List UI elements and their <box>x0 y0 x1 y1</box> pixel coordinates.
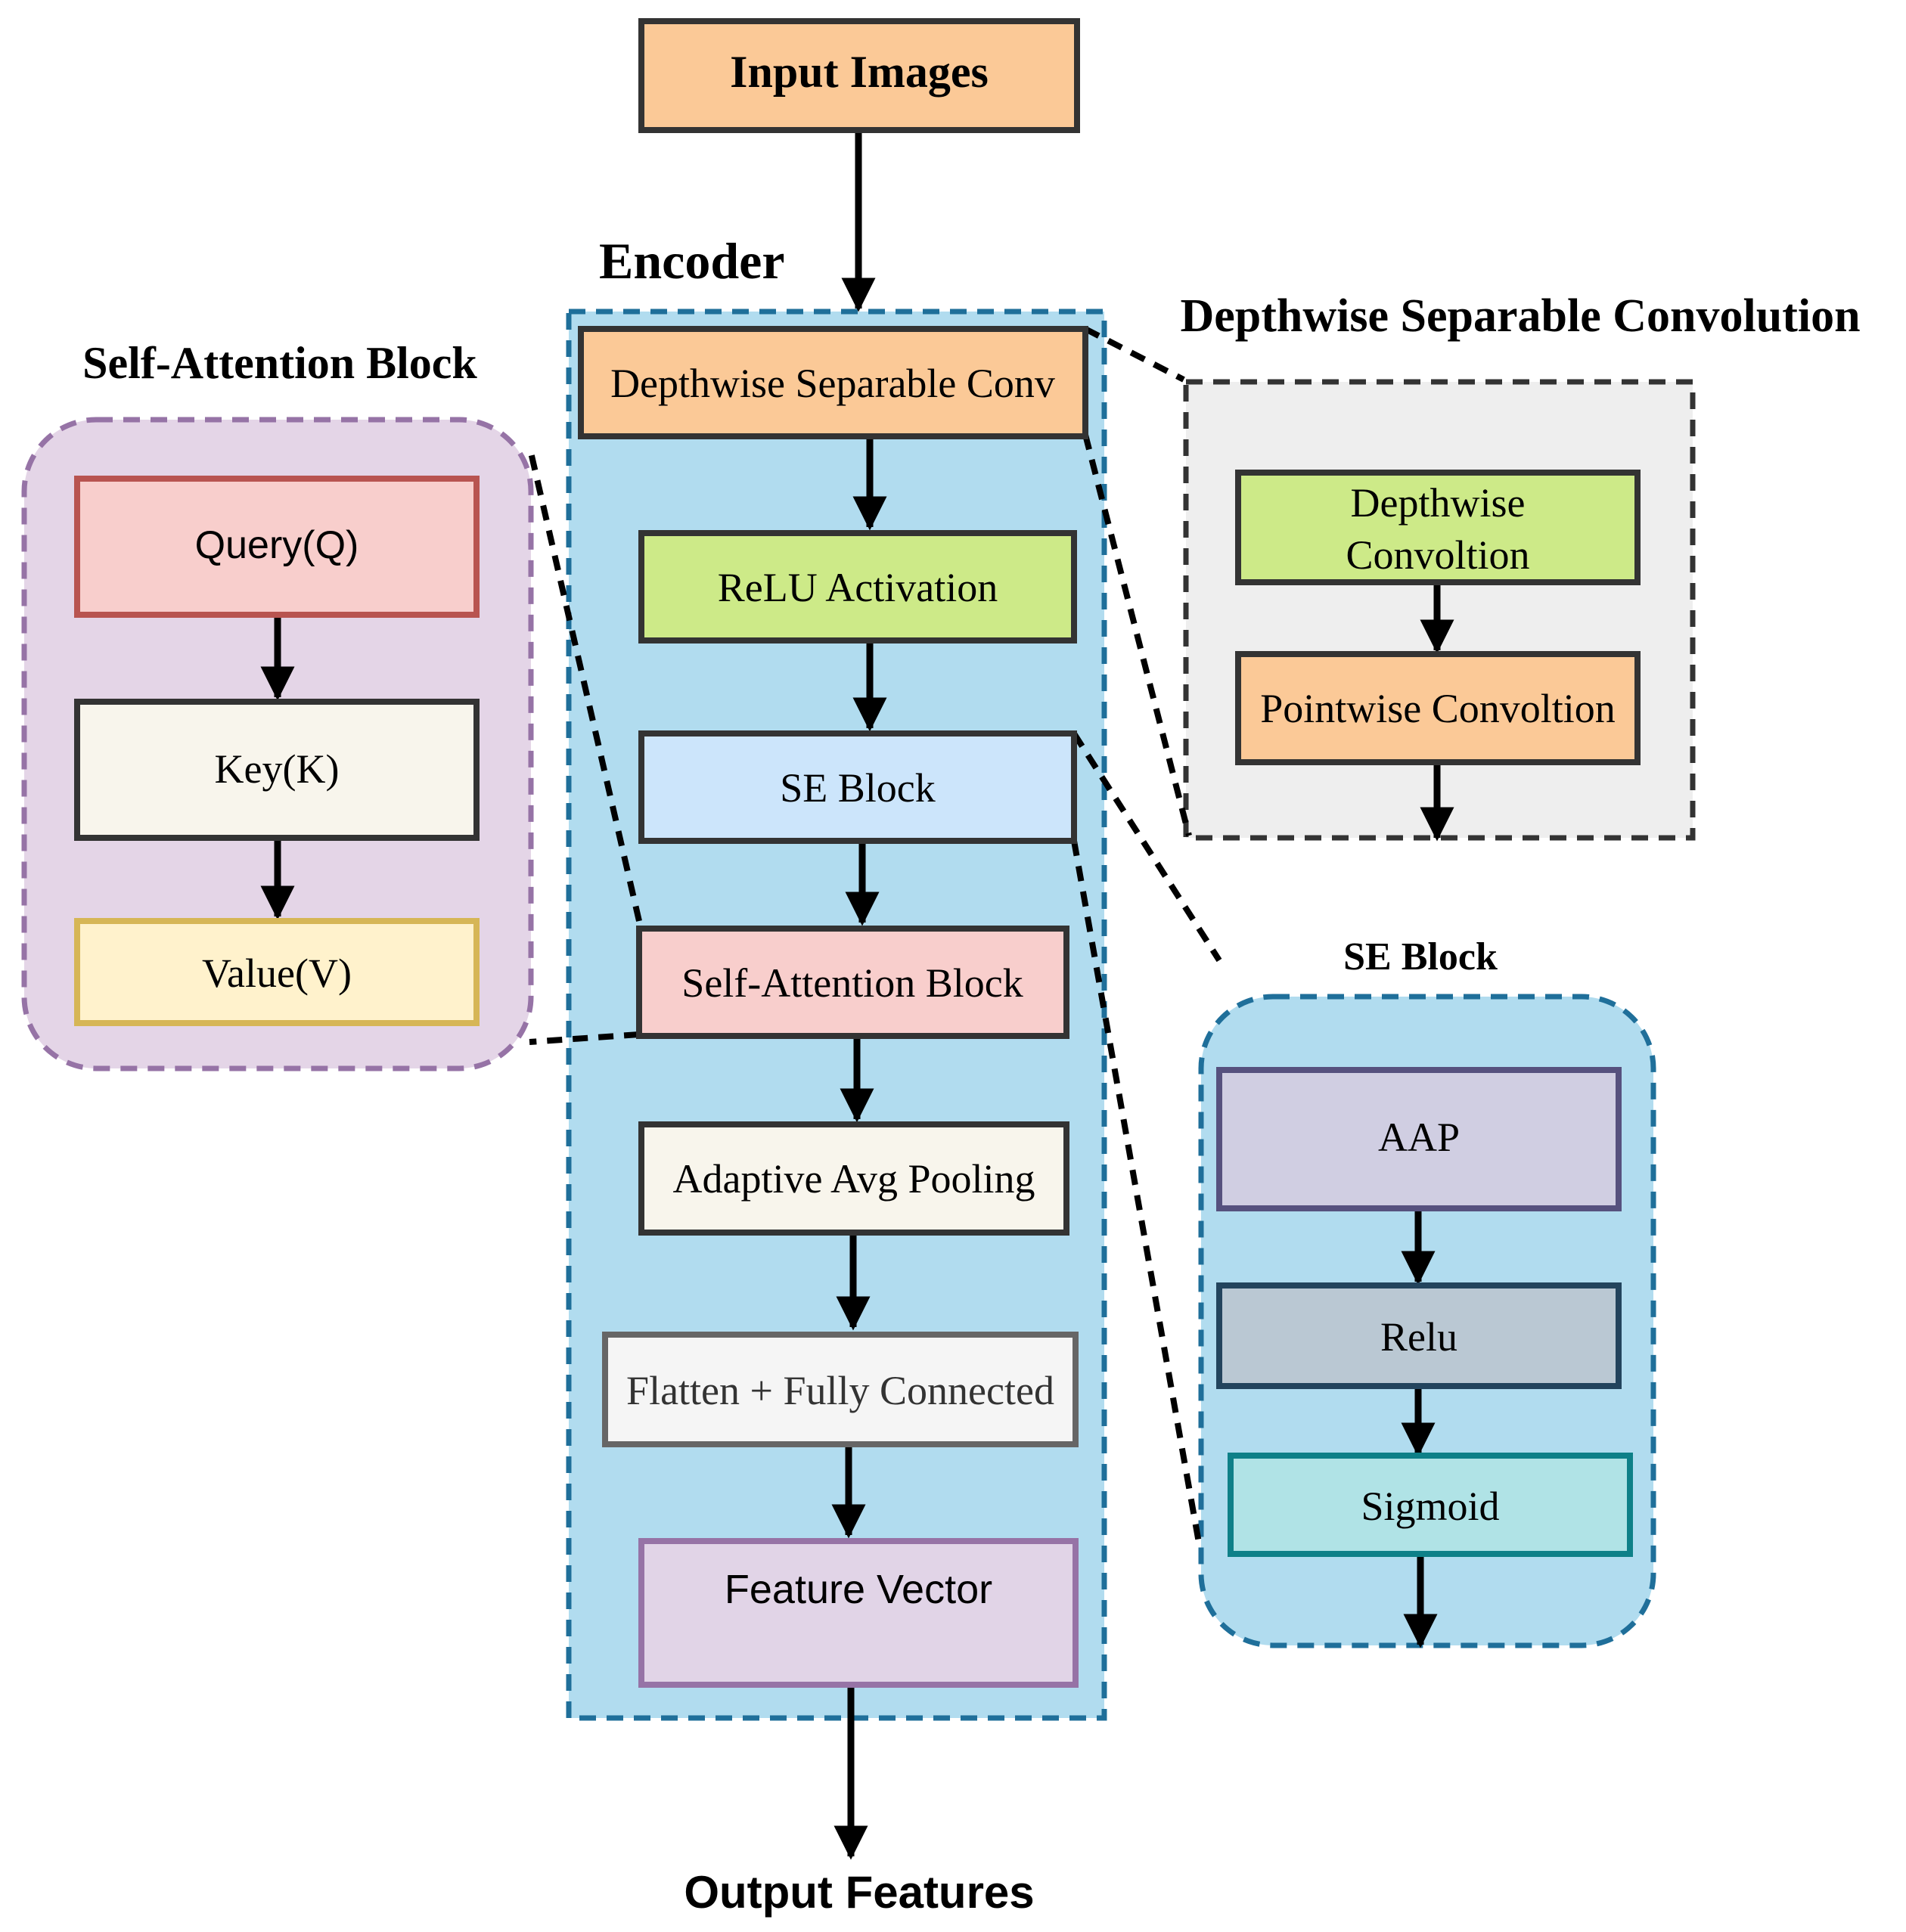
svg-text:Sigmoid: Sigmoid <box>1361 1484 1499 1529</box>
connector-depthwise-top <box>1084 326 1185 383</box>
se-block-relu: Relu <box>1216 1282 1622 1389</box>
se-block-sigmoid: Sigmoid <box>1228 1453 1633 1557</box>
svg-text:Query(Q): Query(Q) <box>195 523 359 567</box>
encoder-block-self-attention: Self-Attention Block <box>636 926 1069 1039</box>
svg-text:Value(V): Value(V) <box>202 950 352 996</box>
svg-text:Feature Vector: Feature Vector <box>725 1567 992 1612</box>
encoder-block-feature-vector: Feature Vector <box>638 1538 1079 1688</box>
attention-block-key: Key(K) <box>74 699 480 841</box>
svg-text:ReLU Activation: ReLU Activation <box>718 565 998 610</box>
connector-se-top <box>1071 731 1222 963</box>
se-title: SE Block <box>1343 935 1498 978</box>
svg-text:Relu: Relu <box>1380 1314 1457 1360</box>
encoder-block-pooling: Adaptive Avg Pooling <box>638 1121 1069 1236</box>
connector-se-bottom <box>1071 840 1202 1543</box>
connector-attention-top <box>526 445 642 922</box>
svg-text:Key(K): Key(K) <box>215 746 340 792</box>
depthwise-block-pointwise-conv: Pointwise Convoltion <box>1235 651 1641 765</box>
svg-text:Convoltion: Convoltion <box>1346 532 1529 578</box>
svg-text:Pointwise Convoltion: Pointwise Convoltion <box>1260 686 1616 731</box>
encoder-block-se: SE Block <box>638 730 1077 844</box>
output-features-label: Output Features <box>684 1867 1034 1918</box>
svg-text:Depthwise: Depthwise <box>1351 480 1526 526</box>
flow-arrows <box>260 130 1454 1860</box>
encoder-block-flatten: Flatten + Fully Connected <box>602 1332 1079 1447</box>
attention-block-query: Query(Q) <box>74 476 480 618</box>
input-images-box: Input Images <box>638 18 1080 133</box>
svg-text:Depthwise Separable Conv: Depthwise Separable Conv <box>610 361 1055 406</box>
se-block-aap: AAP <box>1216 1067 1622 1211</box>
encoder-block-relu: ReLU Activation <box>638 530 1077 643</box>
connector-attention-bottom <box>529 1031 640 1045</box>
encoder-block-depthwise: Depthwise Separable Conv <box>578 326 1088 439</box>
depthwise-block-depthwise-conv: Depthwise Convoltion <box>1235 470 1641 585</box>
input-images-label: Input Images <box>730 47 989 97</box>
svg-text:Self-Attention Block: Self-Attention Block <box>681 960 1023 1006</box>
zoom-connectors <box>526 326 1222 1543</box>
attention-block-value: Value(V) <box>74 918 480 1026</box>
svg-text:Adaptive Avg Pooling: Adaptive Avg Pooling <box>673 1156 1035 1202</box>
connector-depthwise-bottom <box>1082 433 1192 837</box>
depthwise-title: Depthwise Separable Convolution <box>1180 290 1860 342</box>
encoder-title: Encoder <box>599 232 785 290</box>
svg-text:SE Block: SE Block <box>780 765 936 811</box>
self-attention-title: Self-Attention Block <box>82 338 477 388</box>
svg-text:Flatten + Fully Connected: Flatten + Fully Connected <box>626 1368 1054 1413</box>
svg-text:AAP: AAP <box>1378 1115 1460 1160</box>
